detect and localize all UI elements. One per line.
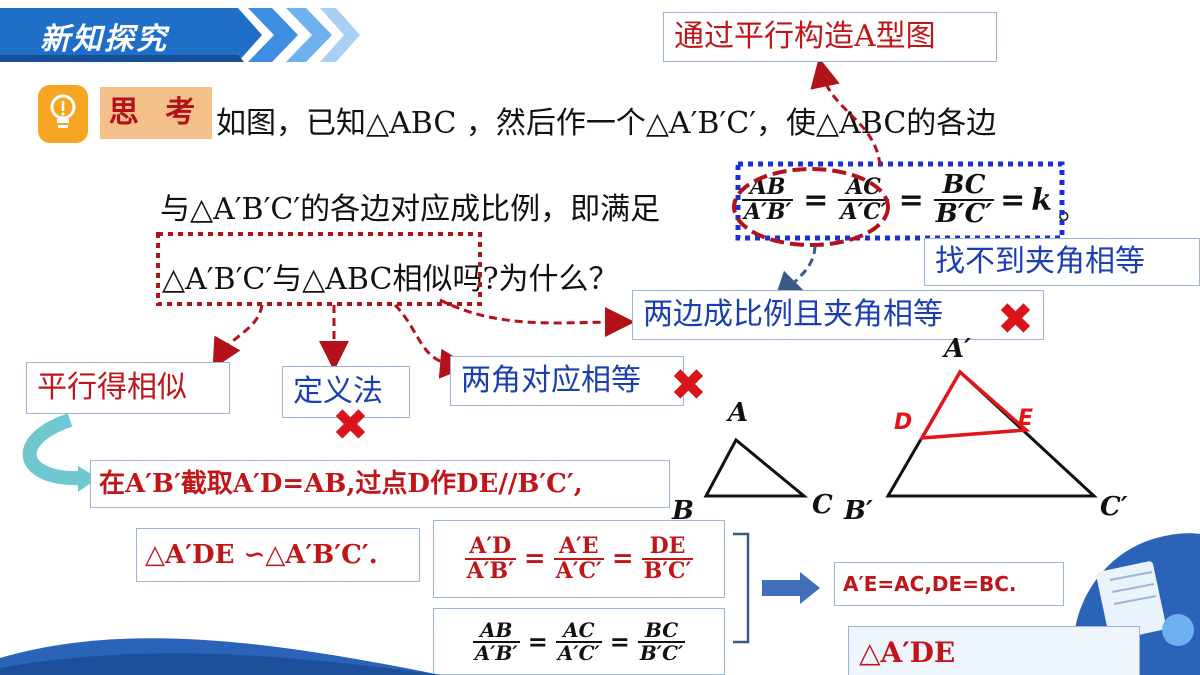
callout-two-angles: 两角对应相等: [450, 356, 684, 406]
question-line-3: △A′B′C′与△ABC相似吗?为什么？: [162, 262, 619, 297]
cross-mark-two-angles: ✖: [670, 360, 707, 411]
callout-definition: 定义法: [282, 366, 410, 418]
page-title: 新知探究: [40, 22, 168, 57]
vertex-A-prime: A′: [944, 334, 972, 364]
cross-mark-definition: ✖: [332, 400, 369, 451]
callout-parallel: 平行得相似: [26, 362, 230, 414]
block-arrow: [762, 572, 820, 604]
callout-no-angle: 找不到夹角相等: [924, 238, 1200, 286]
step-similar: △A′DE ∽△A′B′C′.: [136, 528, 420, 582]
arrow-to-parallel: [212, 304, 264, 370]
think-label: 思 考: [100, 87, 212, 139]
brace: [733, 532, 750, 644]
arrow-to-two-sides: [773, 245, 817, 303]
step-result: A′E=AC,DE=BC.: [834, 562, 1064, 606]
vertex-C-prime: C′: [1100, 492, 1128, 522]
vertex-B: B: [672, 496, 694, 526]
triangle-figure: [703, 369, 1098, 498]
inner-triangle-ade: [918, 369, 1031, 440]
arrow-to-two-angles: [393, 303, 470, 379]
vertex-B-prime: B′: [844, 496, 873, 526]
vertex-E: E: [1018, 406, 1034, 431]
banner-graphic: [0, 8, 360, 62]
question-line-1: 如图，已知△ABC ，然后作一个△A′B′C′，使△ABC的各边: [216, 106, 997, 141]
callout-a-type: 通过平行构造A型图: [663, 12, 997, 62]
lightbulb-icon: [38, 85, 88, 143]
arrow-to-two-sides-red: [439, 298, 635, 338]
step-construct: 在A′B′截取A′D=AB,过点D作DE//B′C′,: [90, 460, 670, 508]
callout-two-sides: 两边成比例且夹角相等: [632, 290, 1044, 340]
question-line-2-suffix: 。: [1058, 192, 1088, 227]
step-conclusion: △A′DE: [848, 626, 1140, 675]
wave-decoration: [0, 638, 440, 675]
vertex-A: A: [728, 398, 749, 428]
small-triangle: [703, 437, 809, 498]
vertex-C: C: [812, 490, 833, 520]
cross-mark-two-sides: ✖: [997, 294, 1034, 345]
curved-arrow: [22, 413, 81, 486]
vertex-D: D: [894, 410, 913, 435]
question-line-2-prefix: 与△A′B′C′的各边对应成比例，即满足: [160, 192, 661, 227]
